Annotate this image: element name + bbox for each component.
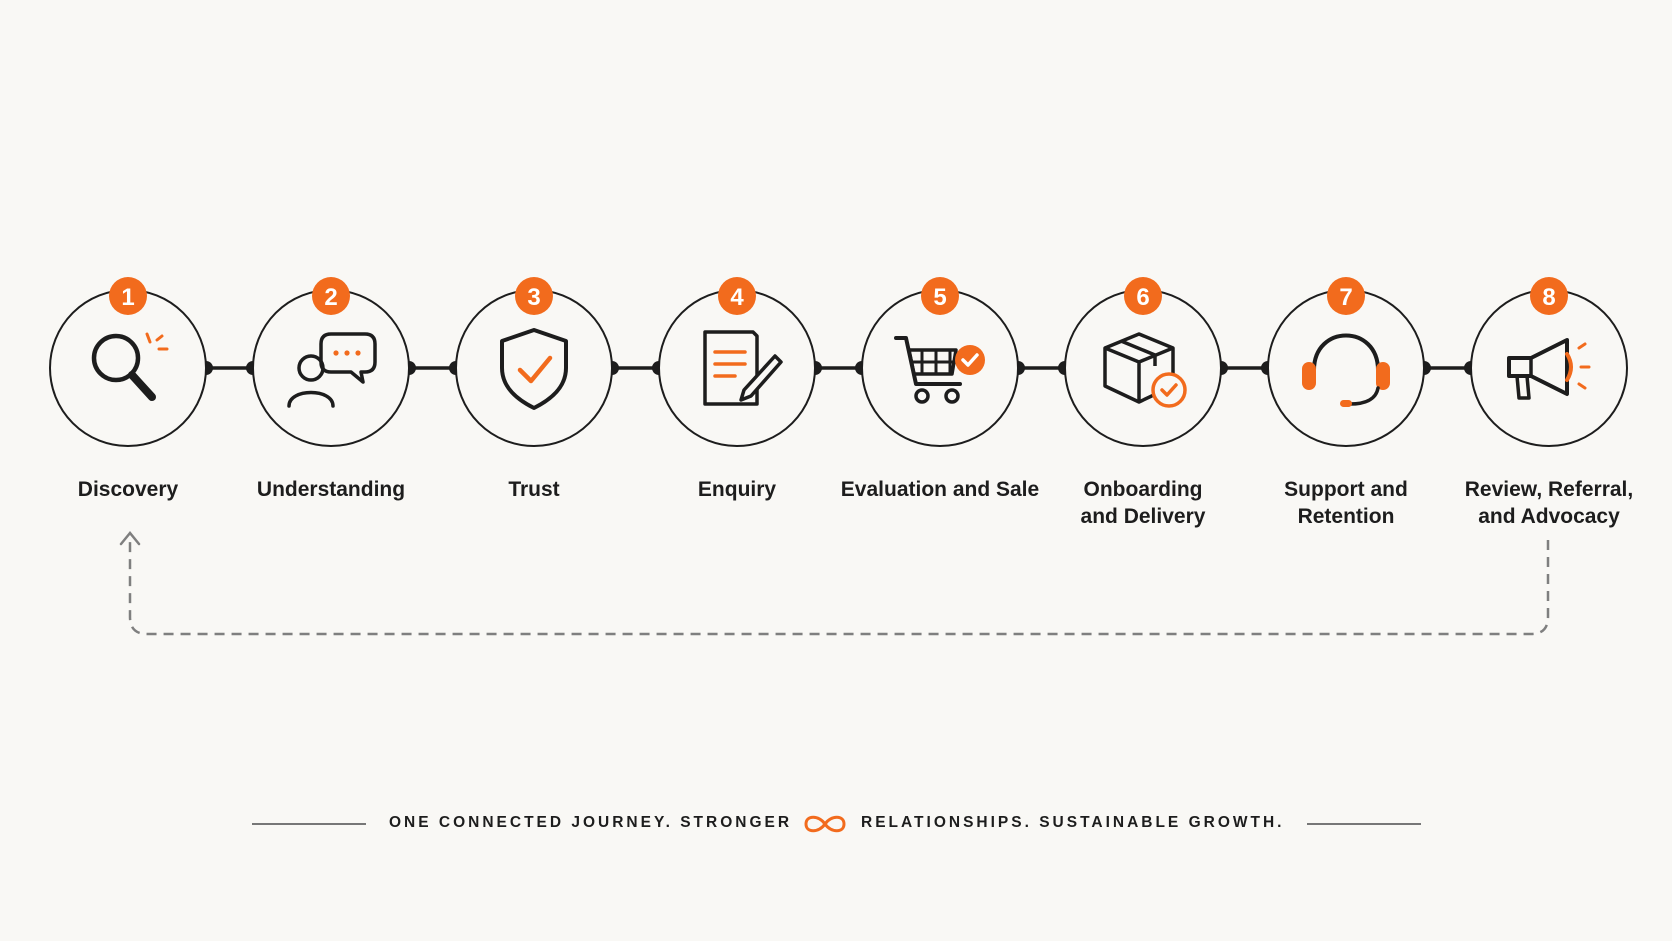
step-node: 3 <box>455 277 613 447</box>
box-check-icon <box>1103 332 1187 408</box>
step-number-badge <box>718 277 756 315</box>
step-label: Support and Retention <box>1284 478 1408 528</box>
step-node: 4 <box>658 277 816 447</box>
step-number-badge <box>1124 277 1162 315</box>
step-label: Understanding <box>256 478 406 501</box>
step-label: Trust <box>508 478 560 501</box>
magnifier-icon <box>91 332 169 401</box>
step-label: Evaluation and Sale <box>840 478 1040 501</box>
tagline-rule-left <box>252 823 366 825</box>
shield-check-icon <box>500 328 568 410</box>
headset-icon <box>1302 333 1390 407</box>
step-node: 5 <box>861 277 1019 447</box>
tagline: ONE CONNECTED JOURNEY. STRONGER RELATION… <box>0 812 1672 836</box>
tagline-left-text: ONE CONNECTED JOURNEY. STRONGER <box>389 814 793 831</box>
step-number: 7 <box>1339 284 1352 311</box>
step-number: 3 <box>527 284 540 311</box>
step-number: 1 <box>121 284 134 311</box>
step-number: 4 <box>730 284 744 311</box>
step-node: 7 <box>1267 277 1425 447</box>
step-number-badge <box>109 277 147 315</box>
step-node: 1 <box>49 277 207 447</box>
step-node: 8 <box>1470 277 1628 447</box>
step-number: 2 <box>324 284 337 311</box>
step-number: 8 <box>1542 284 1555 311</box>
document-pencil-icon <box>703 330 783 406</box>
loop-back-arrow <box>128 535 1550 636</box>
step-number-badge <box>1327 277 1365 315</box>
loop-back-arrowhead <box>119 531 141 546</box>
step-label: Onboarding and Delivery <box>1080 478 1206 528</box>
step-number-badge <box>921 277 959 315</box>
step-number-badge <box>1530 277 1568 315</box>
cart-check-icon <box>894 336 985 404</box>
step-label: Review, Referral, and Advocacy <box>1464 478 1634 528</box>
megaphone-icon <box>1507 338 1591 400</box>
infinity-icon <box>804 815 846 833</box>
tagline-right-text: RELATIONSHIPS. SUSTAINABLE GROWTH. <box>861 814 1285 831</box>
step-number: 5 <box>933 284 946 311</box>
person-speech-bubble-icon <box>287 332 377 408</box>
step-node: 6 <box>1064 277 1222 447</box>
tagline-rule-right <box>1307 823 1421 825</box>
step-number: 6 <box>1136 284 1149 311</box>
step-label: Discovery <box>77 478 179 501</box>
step-number-badge <box>515 277 553 315</box>
step-label: Enquiry <box>697 478 777 501</box>
step-number-badge <box>312 277 350 315</box>
step-node: 2 <box>252 277 410 447</box>
